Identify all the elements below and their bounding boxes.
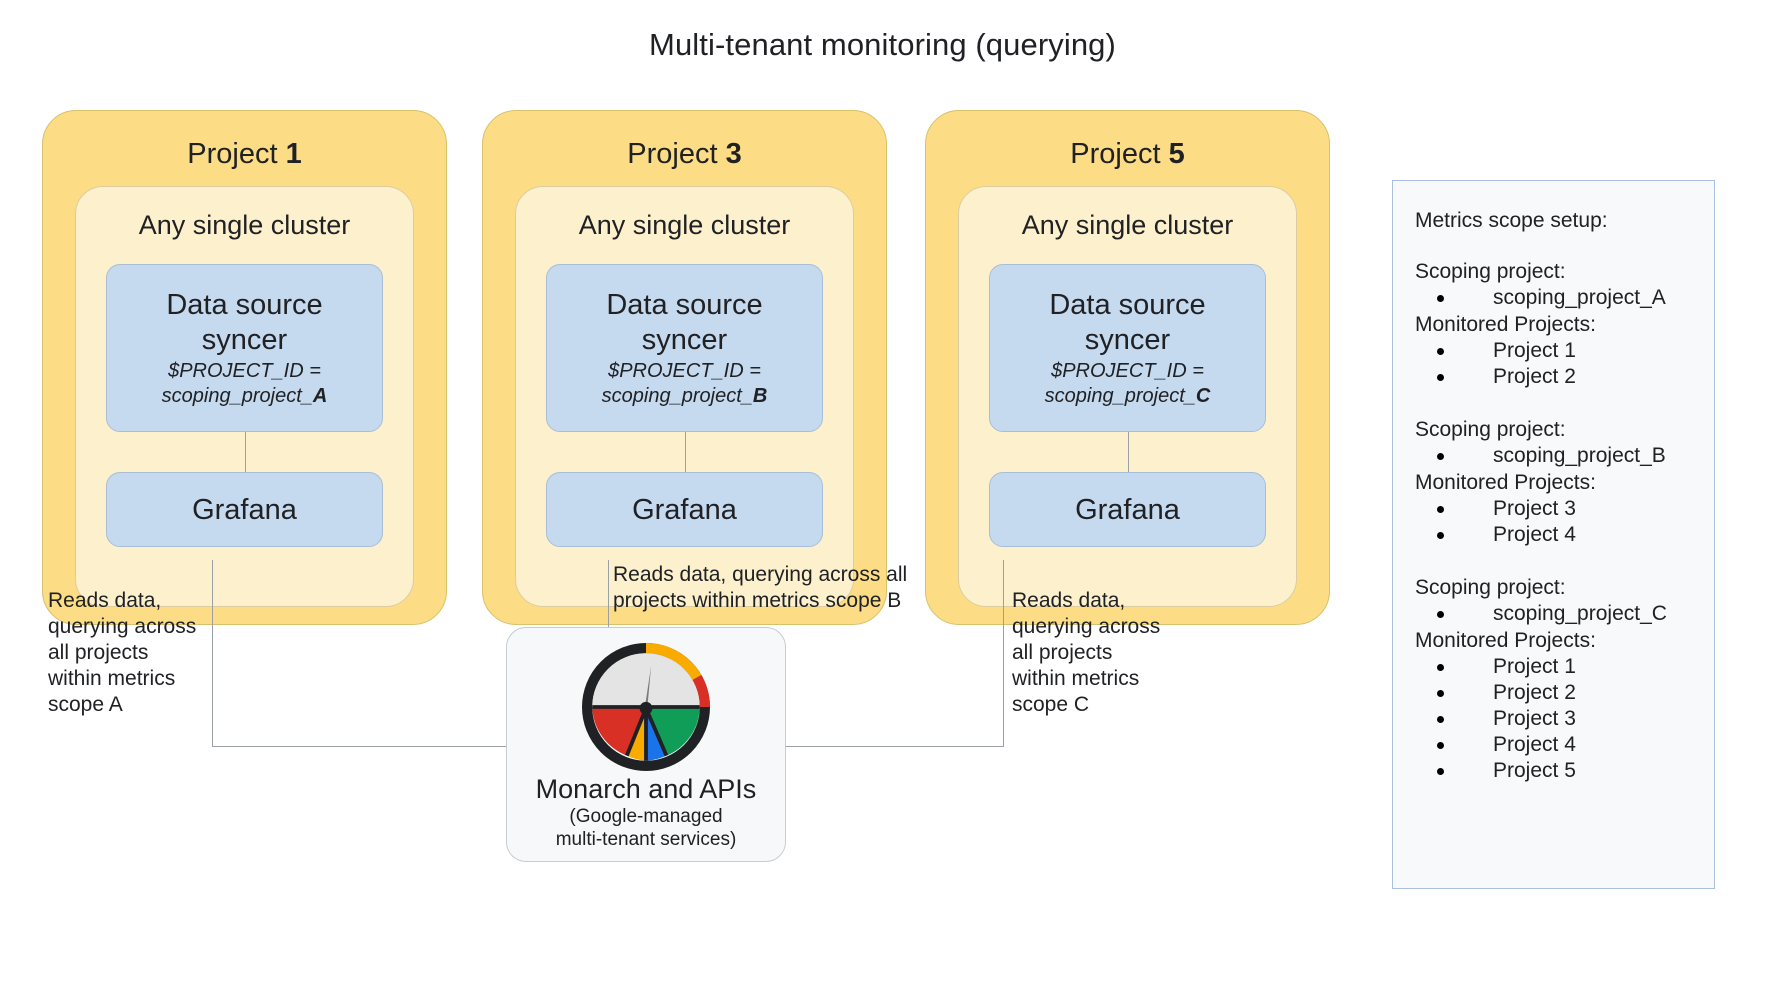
monarch-node: Monarch and APIs (Google-managed multi-t… (506, 627, 786, 862)
list-item: Project 1 (1415, 654, 1714, 680)
list-item: scoping_project_C (1415, 601, 1714, 627)
edge-caption-scope-a: Reads data, querying across all projects… (48, 589, 197, 716)
scoping-project-list-c: scoping_project_C (1415, 601, 1714, 627)
project-card-3: Project 3 Any single cluster Data source… (482, 110, 887, 625)
link-project5-to-monarch-horizontal (786, 746, 1004, 747)
metrics-scope-panel: Metrics scope setup: Scoping project: sc… (1392, 180, 1715, 889)
syncer-var-line1-5: $PROJECT_ID = (1051, 359, 1204, 382)
data-source-syncer-1: Data source syncer $PROJECT_ID = scoping… (106, 264, 383, 432)
syncer-grafana-connector-5 (1127, 432, 1129, 472)
list-item: Project 3 (1415, 706, 1714, 732)
metrics-scope-heading: Metrics scope setup: (1415, 209, 1608, 232)
scoping-project-label-c: Scoping project: (1415, 576, 1566, 599)
monitored-projects-label-a: Monitored Projects: (1415, 313, 1596, 336)
link-project3-to-monarch-vertical (608, 560, 609, 628)
scope-group-a: Scoping project: scoping_project_A Monit… (1415, 258, 1714, 390)
syncer-var-prefix-3: scoping_project_ (601, 384, 753, 407)
monitored-projects-label-b: Monitored Projects: (1415, 471, 1596, 494)
project-card-5: Project 5 Any single cluster Data source… (925, 110, 1330, 625)
monitored-projects-label-c: Monitored Projects: (1415, 629, 1596, 652)
syncer-var-line1-1: $PROJECT_ID = (168, 359, 321, 382)
syncer-var-prefix-1: scoping_project_ (161, 384, 313, 407)
link-project1-to-monarch-vertical (212, 560, 213, 746)
page-title: Multi-tenant monitoring (querying) (649, 27, 1116, 62)
project-label-prefix-5: Project (1070, 138, 1169, 170)
scoping-project-list-a: scoping_project_A (1415, 285, 1714, 311)
cluster-box-5: Any single cluster Data source syncer $P… (958, 186, 1297, 607)
syncer-project-id-5: $PROJECT_ID = scoping_project_C (1045, 359, 1211, 409)
scoping-project-label-b: Scoping project: (1415, 418, 1566, 441)
link-project1-to-monarch-horizontal (212, 746, 507, 747)
project-label-1: Project 1 (43, 137, 446, 171)
project-label-number-3: 3 (725, 138, 742, 170)
monarch-title: Monarch and APIs (535, 774, 757, 804)
list-item: scoping_project_A (1415, 285, 1714, 311)
grafana-box-3: Grafana (546, 472, 823, 547)
link-project5-to-monarch-vertical (1003, 560, 1004, 746)
syncer-var-prefix-5: scoping_project_ (1044, 384, 1196, 407)
list-item: Project 1 (1415, 338, 1714, 364)
syncer-grafana-connector-1 (244, 432, 246, 472)
syncer-project-id-1: $PROJECT_ID = scoping_project_A (162, 359, 328, 409)
syncer-title-3: Data source syncer (606, 288, 763, 356)
grafana-label-1: Grafana (192, 493, 297, 526)
monitored-projects-list-c: Project 1 Project 2 Project 3 Project 4 … (1415, 654, 1714, 784)
scoping-project-label-a: Scoping project: (1415, 260, 1566, 283)
project-label-prefix-1: Project (187, 138, 286, 170)
list-item: Project 2 (1415, 680, 1714, 706)
project-label-number-5: 5 (1168, 138, 1185, 170)
grafana-label-3: Grafana (632, 493, 737, 526)
monarch-subtitle: (Google-managed multi-tenant services) (555, 806, 737, 850)
data-source-syncer-5: Data source syncer $PROJECT_ID = scoping… (989, 264, 1266, 432)
list-item: Project 5 (1415, 758, 1714, 784)
scoping-project-list-b: scoping_project_B (1415, 443, 1714, 469)
syncer-var-suffix-3: B (752, 384, 768, 407)
syncer-project-id-3: $PROJECT_ID = scoping_project_B (602, 359, 768, 409)
project-label-number-1: 1 (285, 138, 302, 170)
monitored-projects-list-b: Project 3 Project 4 (1415, 496, 1714, 548)
grafana-label-5: Grafana (1075, 493, 1180, 526)
list-item: Project 4 (1415, 522, 1714, 548)
list-item: Project 3 (1415, 496, 1714, 522)
project-label-3: Project 3 (483, 137, 886, 171)
data-source-syncer-3: Data source syncer $PROJECT_ID = scoping… (546, 264, 823, 432)
cluster-box-1: Any single cluster Data source syncer $P… (75, 186, 414, 607)
syncer-title-1: Data source syncer (166, 288, 323, 356)
grafana-box-5: Grafana (989, 472, 1266, 547)
scope-group-c: Scoping project: scoping_project_C Monit… (1415, 574, 1714, 784)
grafana-box-1: Grafana (106, 472, 383, 547)
monarch-gauge-icon (582, 643, 710, 771)
syncer-var-suffix-1: A (312, 384, 328, 407)
syncer-grafana-connector-3 (684, 432, 686, 472)
cluster-label-5: Any single cluster (1021, 210, 1234, 240)
list-item: Project 2 (1415, 364, 1714, 390)
syncer-title-5: Data source syncer (1049, 288, 1206, 356)
project-label-prefix-3: Project (627, 138, 726, 170)
cluster-box-3: Any single cluster Data source syncer $P… (515, 186, 854, 607)
edge-caption-scope-c: Reads data, querying across all projects… (1012, 589, 1161, 716)
project-card-1: Project 1 Any single cluster Data source… (42, 110, 447, 625)
scope-group-b: Scoping project: scoping_project_B Monit… (1415, 416, 1714, 548)
monitored-projects-list-a: Project 1 Project 2 (1415, 338, 1714, 390)
edge-caption-scope-b: Reads data, querying across all projects… (613, 563, 908, 612)
syncer-var-line1-3: $PROJECT_ID = (608, 359, 761, 382)
list-item: scoping_project_B (1415, 443, 1714, 469)
project-label-5: Project 5 (926, 137, 1329, 171)
syncer-var-suffix-5: C (1195, 384, 1211, 407)
cluster-label-3: Any single cluster (578, 210, 791, 240)
list-item: Project 4 (1415, 732, 1714, 758)
cluster-label-1: Any single cluster (138, 210, 351, 240)
